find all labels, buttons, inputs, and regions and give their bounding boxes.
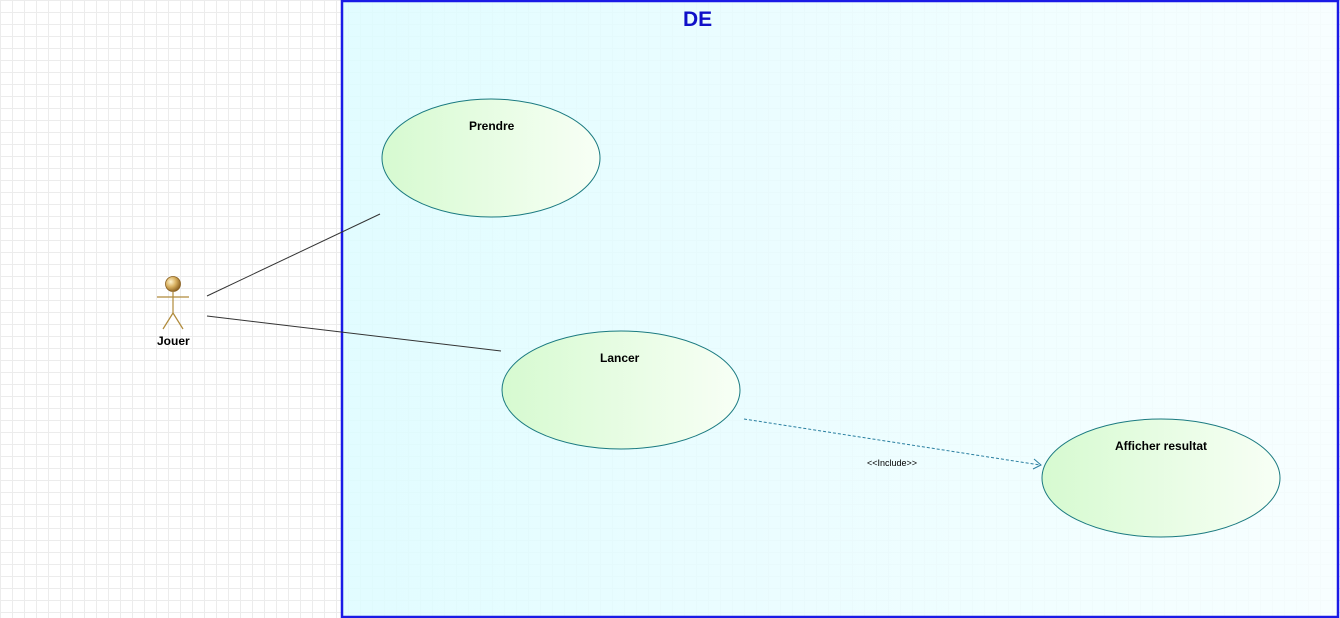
actor-right-leg bbox=[172, 312, 184, 330]
actor-head bbox=[165, 276, 181, 292]
use-case-label-prendre: Prendre bbox=[469, 119, 515, 133]
use-case-prendre[interactable] bbox=[381, 98, 601, 218]
use-case-label-afficher-resultat: Afficher resultat bbox=[1115, 439, 1208, 453]
actor-label: Jouer bbox=[157, 334, 190, 348]
use-case-lancer[interactable] bbox=[501, 330, 741, 450]
use-case-label-lancer: Lancer bbox=[600, 351, 640, 365]
use-case-afficher-resultat[interactable] bbox=[1041, 418, 1281, 538]
system-title: DE bbox=[683, 8, 713, 31]
association-jouer-prendre[interactable] bbox=[206, 213, 381, 297]
association-jouer-lancer[interactable] bbox=[206, 315, 502, 352]
include-arrowhead bbox=[1032, 458, 1042, 470]
actor-left-leg bbox=[162, 312, 174, 330]
include-stereotype-label: <<Include>> bbox=[867, 458, 918, 468]
actor-figure[interactable] bbox=[157, 276, 189, 330]
